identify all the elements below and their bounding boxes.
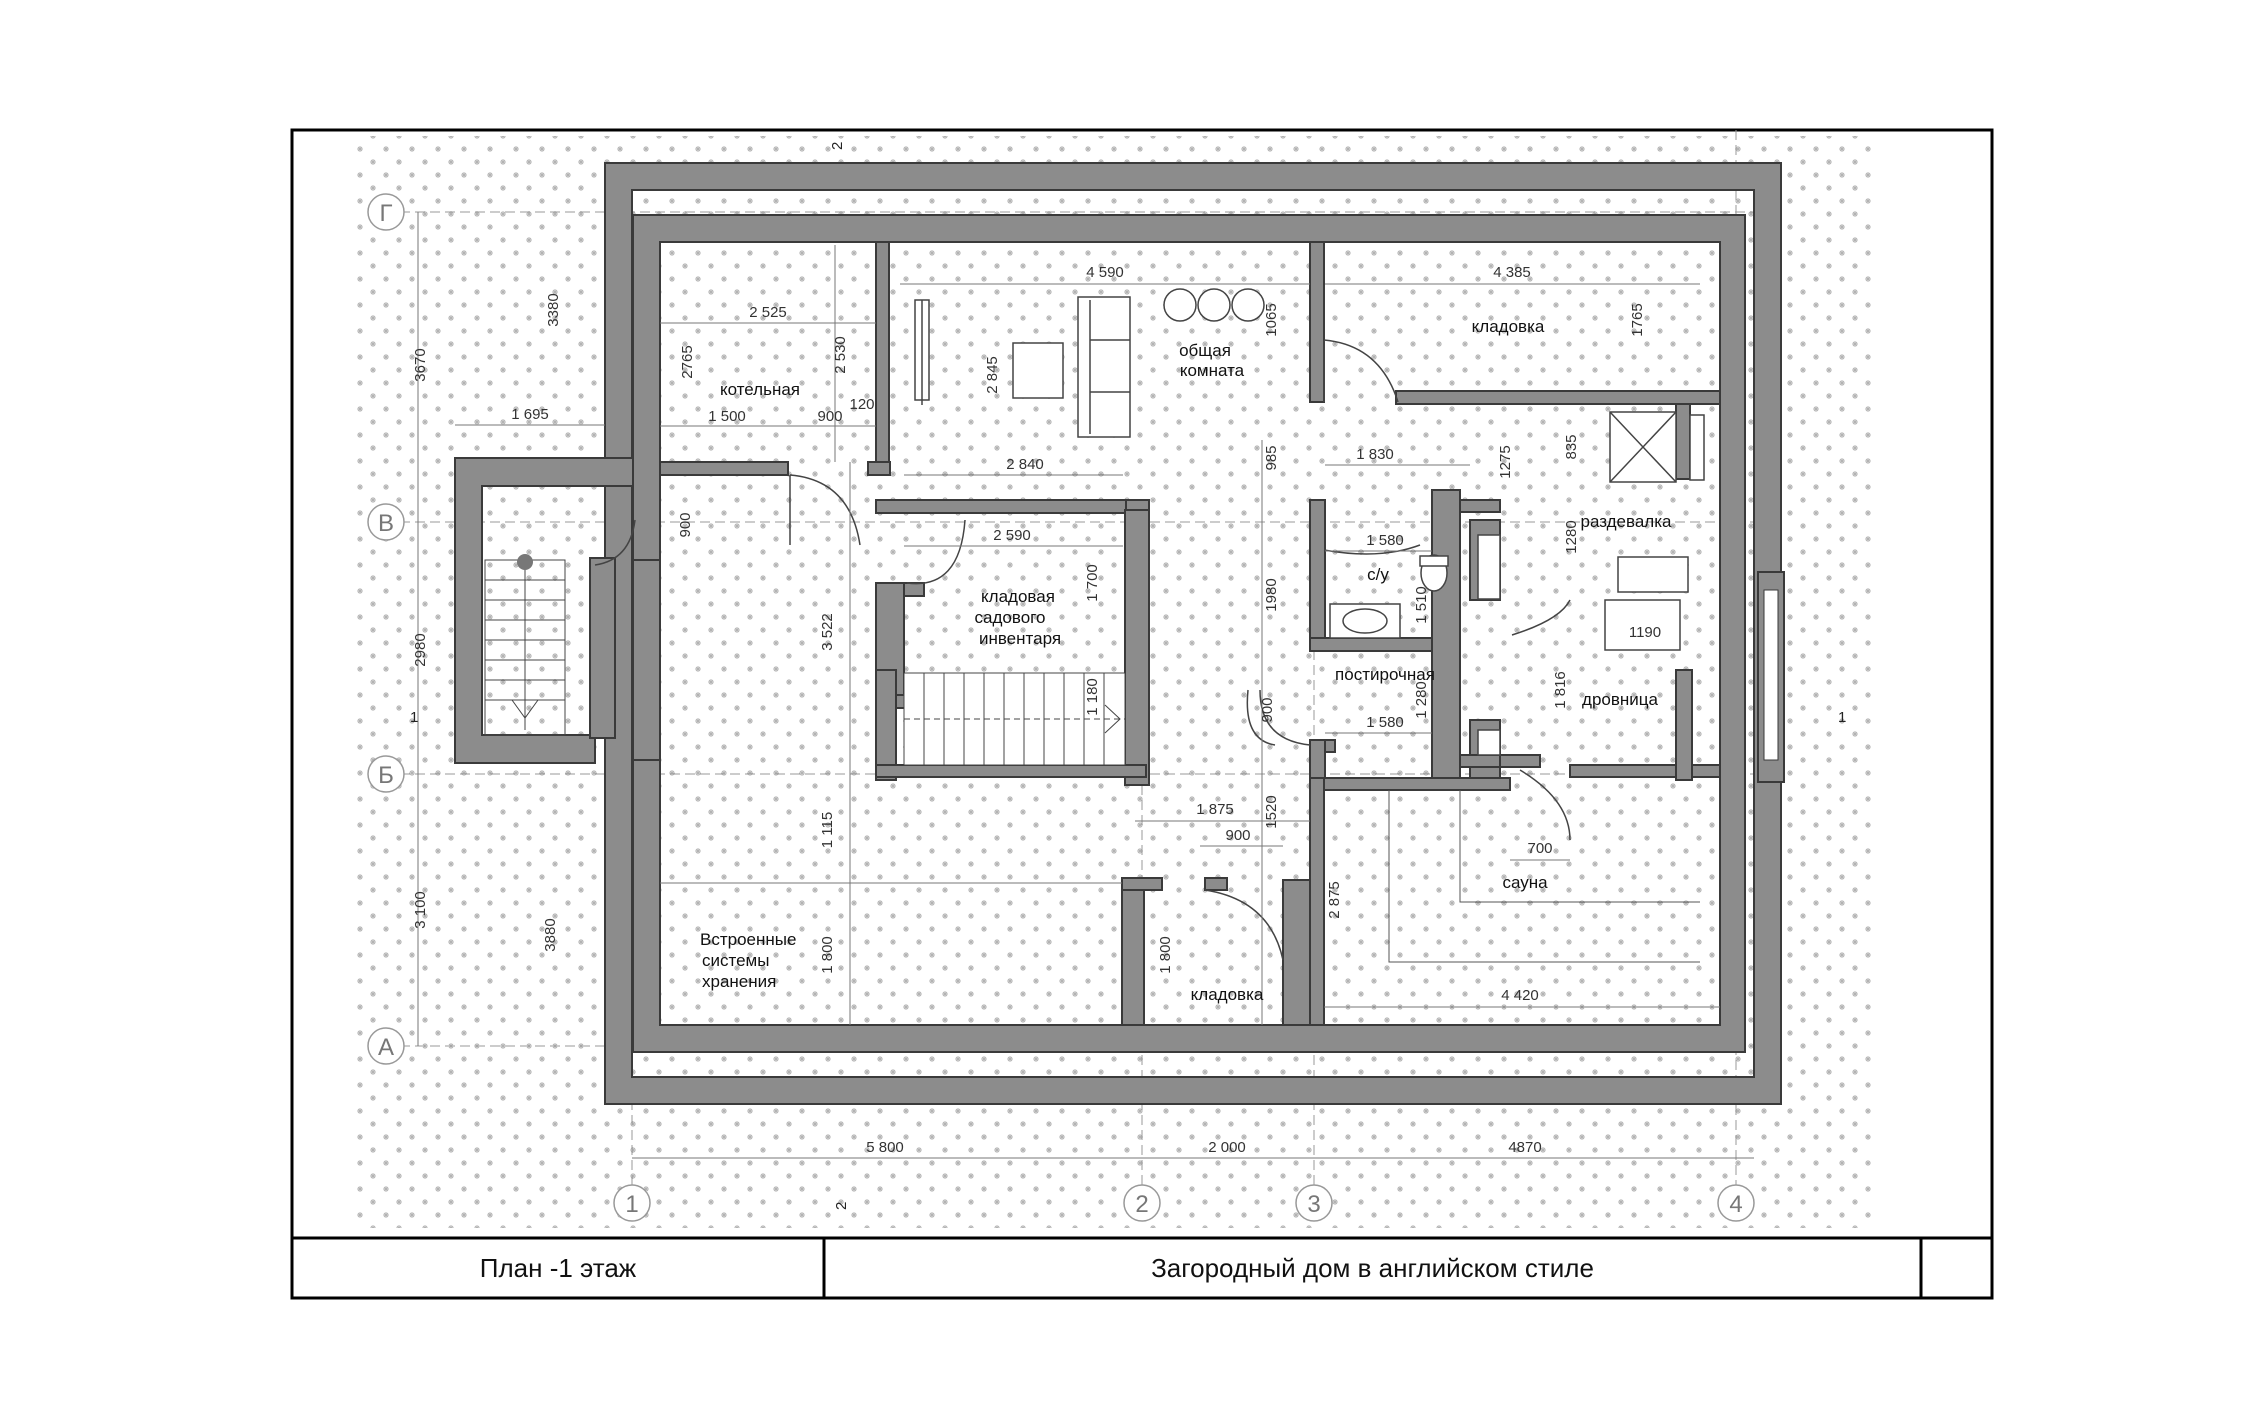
room-pantry-bottom: кладовка [1191,985,1264,1004]
room-common-2: комната [1180,361,1245,380]
dim-2875: 2 875 [1326,881,1343,919]
section-marker-top: 2 [829,142,846,150]
axis-col-4: 4 [1729,1191,1742,1218]
dim-2765: 2765 [679,345,696,378]
room-storage-2: системы [702,951,769,970]
dim-1875: 1 875 [1196,801,1234,818]
room-garden-3: инвентаря [979,629,1061,648]
dim-1580a: 1 580 [1366,532,1404,549]
interior-stair [903,672,1126,766]
section-marker-left: 1 [410,709,418,726]
dim-1520: 1520 [1263,795,1280,828]
dim-900b: 900 [677,512,694,537]
interior-walls [659,241,1721,1026]
dim-1700: 1 700 [1084,564,1101,602]
section-marker-right: 1 [1838,709,1846,726]
room-wc: с/у [1367,565,1389,584]
dim-4385: 4 385 [1493,264,1531,281]
axis-row-v: В [378,510,394,537]
room-sauna: сауна [1502,873,1548,892]
stair-enclosure [454,457,634,764]
axis-col-2: 2 [1135,1191,1148,1218]
project-name: Загородный дом в английском стиле [1151,1253,1594,1283]
dim-1275: 1275 [1497,445,1514,478]
dim-5800: 5 800 [866,1139,904,1156]
axis-row-g: Г [380,200,393,227]
dim-1280b: 1 280 [1413,681,1430,719]
room-storage-3: хранения [702,972,776,991]
dim-2980: 2980 [412,633,429,666]
axis-col-1: 1 [625,1191,638,1218]
dim-835: 835 [1563,434,1580,459]
dim-3380: 3380 [545,293,562,326]
dim-2590: 2 590 [993,527,1031,544]
stair-wall-stub [589,557,616,739]
dim-1065: 1065 [1263,303,1280,336]
room-boiler: котельная [720,380,800,399]
dim-1765: 1765 [1629,303,1646,336]
dim-3880: 3880 [542,918,559,951]
dim-2845: 2 845 [984,356,1001,394]
stair-start-dot [517,554,533,570]
axis-col-3: 3 [1307,1191,1320,1218]
dim-1980: 1980 [1263,578,1280,611]
room-pantry-top: кладовка [1472,317,1545,336]
dim-1800b: 1 800 [1157,936,1174,974]
dim-1180: 1 180 [1084,678,1101,716]
left-stair [484,559,566,736]
right-bay-window [1763,589,1779,761]
dimension-lines [417,212,1754,1159]
dim-1115: 1 115 [819,812,836,848]
dim-3522: 3 522 [819,613,836,651]
dim-2000: 2 000 [1208,1139,1246,1156]
room-common-1: общая [1179,341,1231,360]
dim-1816: 1 816 [1552,671,1569,709]
dim-1500: 1 500 [708,408,746,425]
axis-row-a: А [378,1034,394,1061]
room-laundry: постирочная [1335,665,1435,684]
dim-4590: 4 590 [1086,264,1124,281]
door-swings [594,339,1571,961]
dim-900c: 900 [1259,697,1276,722]
title-block [292,1236,1992,1298]
axis-bubbles [367,193,1755,1222]
sheet-name: План -1 этаж [479,1253,637,1283]
dim-1190: 1190 [1629,624,1661,641]
dim-900a: 900 [817,408,842,425]
dim-2525: 2 525 [749,304,787,321]
axis-row-b: Б [378,762,394,789]
dim-120: 120 [849,396,874,413]
room-storage-1: Встроенные [700,930,796,949]
room-changing: раздевалка [1581,512,1673,531]
furniture-common-room [914,288,1265,438]
dim-1510: 1 510 [1413,586,1430,624]
dim-1280a: 1280 [1563,520,1580,553]
dim-1830: 1 830 [1356,446,1394,463]
inner-wall [632,214,1746,1053]
room-woodshed: дровница [1582,690,1658,709]
room-garden-1: кладовая [981,587,1055,606]
room-garden-2: садового [975,608,1046,627]
dim-1800a: 1 800 [819,936,836,974]
dim-700: 700 [1527,840,1552,857]
dim-3100: 3 100 [412,891,429,929]
dim-1580b: 1 580 [1366,714,1404,731]
dim-2840: 2 840 [1006,456,1044,473]
dim-2530: 2 530 [832,336,849,374]
section-marker-bottom: 2 [833,1202,850,1210]
dim-985: 985 [1263,445,1280,470]
dim-1695: 1 695 [511,406,549,423]
dim-4420: 4 420 [1501,987,1539,1004]
dim-900d: 900 [1225,827,1250,844]
dim-3670: 3670 [412,348,429,381]
stair-wall-stub2 [632,559,661,761]
dim-4870: 4870 [1508,1139,1541,1156]
bathroom-fixtures [1329,411,1705,756]
sauna-benches [1388,790,1700,963]
